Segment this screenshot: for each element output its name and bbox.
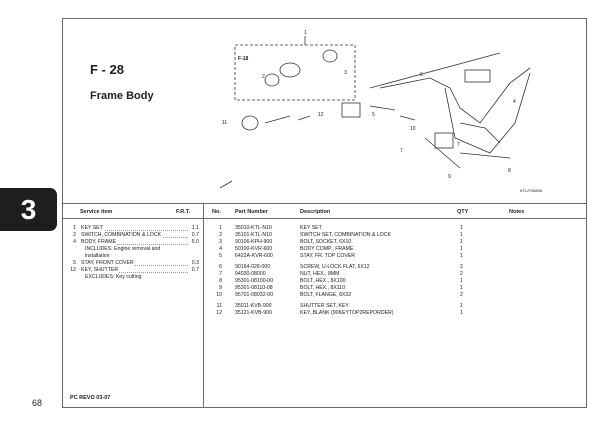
callout-4: 4 [513,99,516,105]
callout-11: 11 [222,120,227,126]
callout-3: 3 [344,70,347,76]
header-frt: F.R.T. [176,209,191,215]
header-notes: Notes [509,209,525,215]
callout-2: 2 [262,74,265,80]
table-header-rule [62,218,587,219]
column-divider [203,203,204,408]
diagram-ref-code: KTL/F28808 [520,188,543,193]
callout-12: 12 [318,112,324,118]
callout-10: 10 [410,126,416,132]
callout-8: 8 [508,168,511,174]
figure-id: F - 28 [90,62,124,77]
callout-7a: 7 [400,148,403,154]
header-service-item: Service item [80,209,113,215]
callout-7b: 7 [457,142,460,148]
table-top-rule [62,203,587,204]
page-number: 68 [32,398,43,408]
header-no: No. [212,209,221,215]
callout-5: 5 [372,112,375,118]
callout-9: 9 [448,174,451,180]
service-item-note: EXCLUDES: Key cutting [84,274,143,281]
exploded-parts-diagram: 1 2 3 4 5 6 7 7 8 9 10 11 12 F-18 [219,30,531,189]
service-item-note: INCLUDES: Engine removal and [84,246,162,253]
callout-1: 1 [304,30,307,36]
page-frame [62,18,587,408]
header-description: Description [300,209,331,215]
header-part-number: Part Number [235,209,269,215]
callout-f18: F-18 [238,56,249,62]
service-item-note: installation [84,253,111,260]
section-tab: 3 [0,188,57,231]
figure-name: Frame Body [90,90,154,102]
callout-6: 6 [420,72,423,78]
footer-model: PC REVO 03-07 [70,395,111,401]
header-qty: QTY [457,209,469,215]
